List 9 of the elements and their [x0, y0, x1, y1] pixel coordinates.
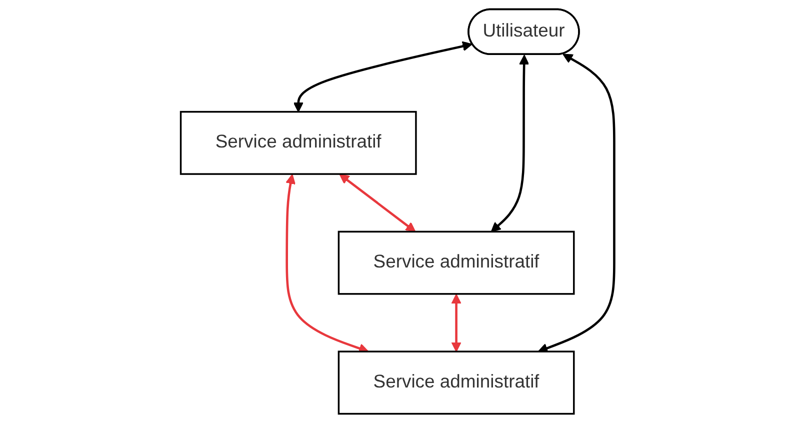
- arrow: [339, 174, 416, 232]
- arrow: [451, 294, 462, 352]
- node-box: Service administratif: [180, 110, 417, 175]
- arrow: [286, 174, 369, 354]
- arrow: [293, 41, 472, 112]
- node-box: Service administratif: [338, 230, 575, 295]
- arrow: [490, 54, 530, 232]
- arrow: [538, 54, 616, 354]
- node-box: Service administratif: [338, 350, 575, 415]
